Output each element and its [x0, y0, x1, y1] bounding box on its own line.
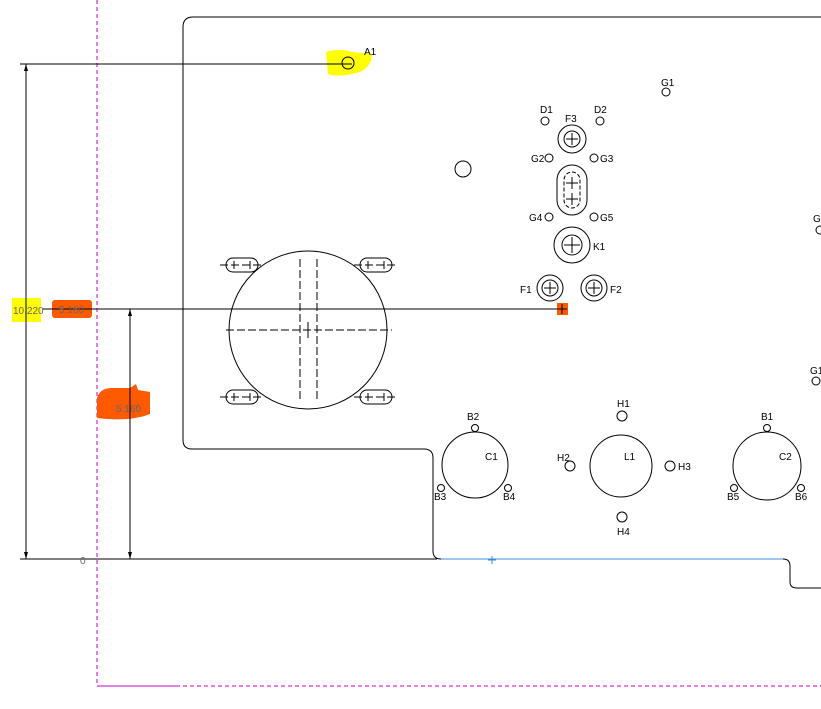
label-f1: F1: [520, 285, 532, 296]
label-g2: G2: [531, 154, 545, 165]
label-g5: G5: [600, 213, 614, 224]
label-h3: H3: [678, 462, 691, 473]
large-cutout[interactable]: [226, 250, 392, 410]
label-g1: G1: [661, 78, 675, 89]
label-g-right2: G1: [810, 366, 821, 377]
label-c2: C2: [779, 452, 792, 463]
label-f2: F2: [610, 285, 622, 296]
label-d2: D2: [594, 105, 607, 116]
dim-mid-height-left[interactable]: 5.160: [59, 305, 84, 316]
mounting-slots[interactable]: [220, 257, 398, 405]
label-f3: F3: [565, 114, 577, 125]
dim-total-height[interactable]: 10.220: [13, 306, 44, 317]
label-h4: H4: [617, 527, 630, 538]
bolt-circle-l1[interactable]: [564, 410, 676, 523]
hole-unlabeled[interactable]: [454, 160, 472, 178]
label-g-right: G: [813, 214, 821, 225]
label-b1: B1: [761, 412, 774, 423]
hole-cluster[interactable]: [536, 87, 821, 386]
label-k1: K1: [593, 242, 606, 253]
label-a1: A1: [364, 47, 377, 58]
bolt-circle-c1[interactable]: [437, 424, 512, 499]
dim-origin: 0: [80, 556, 86, 567]
label-g3: G3: [600, 154, 614, 165]
dim-mid-height-inner[interactable]: 5.160: [116, 404, 141, 415]
hole-a1[interactable]: [341, 56, 355, 70]
label-c1: C1: [485, 452, 498, 463]
label-b5: B5: [727, 492, 740, 503]
highlight-inner-dim: [97, 384, 150, 420]
label-l1: L1: [624, 452, 636, 463]
label-b6: B6: [795, 492, 808, 503]
edge-midpoint-marker: [488, 556, 496, 564]
bolt-circle-c2[interactable]: [730, 424, 805, 501]
label-d1: D1: [540, 105, 553, 116]
plate-outline-step[interactable]: [782, 558, 821, 589]
label-b4: B4: [503, 492, 516, 503]
label-h2: H2: [557, 453, 570, 464]
plate-outline[interactable]: [182, 16, 821, 560]
label-h1: H1: [617, 399, 630, 410]
label-b3: B3: [434, 492, 447, 503]
label-b2: B2: [467, 412, 480, 423]
highlight-a1: [326, 50, 372, 76]
label-g4: G4: [529, 213, 543, 224]
